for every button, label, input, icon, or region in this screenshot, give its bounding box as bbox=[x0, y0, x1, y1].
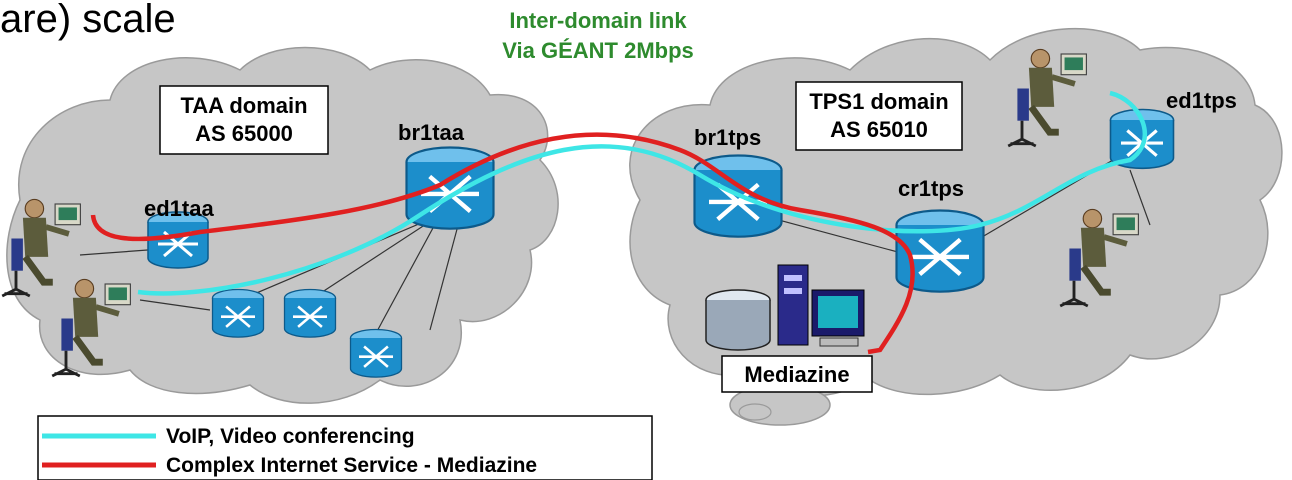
tps-domain-name: TPS1 domain bbox=[809, 89, 948, 114]
inter-domain-link-line1: Inter-domain link bbox=[509, 8, 687, 33]
router-label-cr1tps: cr1tps bbox=[898, 176, 964, 201]
page-title-fragment: are) scale bbox=[0, 0, 176, 41]
mediazine-label: Mediazine bbox=[744, 362, 849, 387]
router-taa-edge-3 bbox=[349, 328, 403, 379]
taa-domain-as: AS 65000 bbox=[195, 121, 293, 146]
taa-domain-box: TAA domain AS 65000 bbox=[159, 85, 329, 155]
router-label-br1tps: br1tps bbox=[694, 125, 761, 150]
voip-path-line bbox=[137, 90, 1148, 296]
legend: VoIP, Video conferencing Complex Interne… bbox=[37, 415, 653, 480]
tps-domain-box: TPS1 domain AS 65010 bbox=[795, 81, 963, 151]
router-taa-edge-2 bbox=[283, 288, 337, 339]
mediazine-server bbox=[705, 264, 865, 351]
tps-domain-as: AS 65010 bbox=[830, 117, 928, 142]
mediazine-path-line bbox=[90, 132, 915, 355]
legend-label-mediazine: Complex Internet Service - Mediazine bbox=[166, 454, 537, 477]
mediazine-label-box: Mediazine bbox=[721, 355, 873, 393]
router-label-ed1taa: ed1taa bbox=[144, 196, 214, 221]
inter-domain-link-line2: Via GÉANT 2Mbps bbox=[502, 38, 694, 63]
router-label-br1taa: br1taa bbox=[398, 120, 465, 145]
router-taa-edge-1 bbox=[211, 288, 265, 339]
taa-domain-cloud bbox=[6, 46, 559, 404]
legend-label-voip: VoIP, Video conferencing bbox=[166, 425, 415, 448]
taa-domain-name: TAA domain bbox=[180, 93, 307, 118]
router-label-ed1tps: ed1tps bbox=[1166, 88, 1237, 113]
